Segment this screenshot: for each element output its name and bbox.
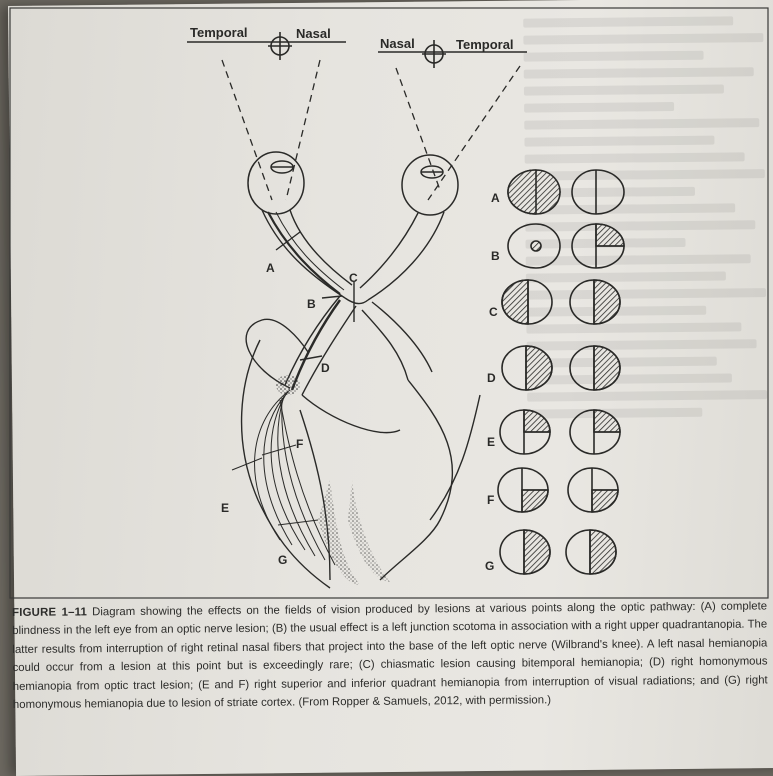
- field-row-label-a: A: [491, 191, 500, 205]
- field-a-right: [572, 170, 624, 214]
- lesion-label-a: A: [266, 261, 275, 275]
- field-row-label-d: D: [487, 371, 496, 385]
- lesion-label-g: G: [278, 553, 287, 567]
- field-row-label-b: B: [491, 249, 500, 263]
- field-c-left: [502, 280, 528, 324]
- visual-rays: [222, 60, 520, 200]
- lesion-label-c: C: [349, 271, 358, 285]
- field-g-left: [524, 530, 550, 574]
- label-right-nasal: Nasal: [380, 36, 415, 51]
- field-row-label-f: F: [487, 493, 494, 507]
- lesion-label-e: E: [221, 501, 229, 515]
- lgn-stipple: [276, 375, 300, 395]
- caption-text: Diagram showing the effects on the field…: [12, 600, 768, 711]
- field-d-right: [594, 346, 620, 390]
- visual-field-grid: A B C D: [485, 170, 624, 574]
- field-d-left: [526, 346, 552, 390]
- lesion-label-d: D: [321, 361, 330, 375]
- label-right-temporal: Temporal: [456, 37, 514, 52]
- figure-caption: FIGURE 1–11 Diagram showing the effects …: [12, 597, 768, 714]
- field-g-right: [590, 530, 616, 574]
- figure-frame: [10, 8, 768, 598]
- lesion-label-f: F: [296, 437, 303, 451]
- lesion-label-b: B: [307, 297, 316, 311]
- field-row-label-c: C: [489, 305, 498, 319]
- label-left-temporal: Temporal: [190, 25, 248, 40]
- field-row-label-e: E: [487, 435, 495, 449]
- left-eyeball: [248, 152, 304, 214]
- field-c-right: [594, 280, 620, 324]
- field-row-label-g: G: [485, 559, 494, 573]
- label-left-nasal: Nasal: [296, 26, 331, 41]
- occipital-stipple-right: [348, 480, 390, 582]
- caption-figure-label: FIGURE 1–11: [12, 606, 87, 619]
